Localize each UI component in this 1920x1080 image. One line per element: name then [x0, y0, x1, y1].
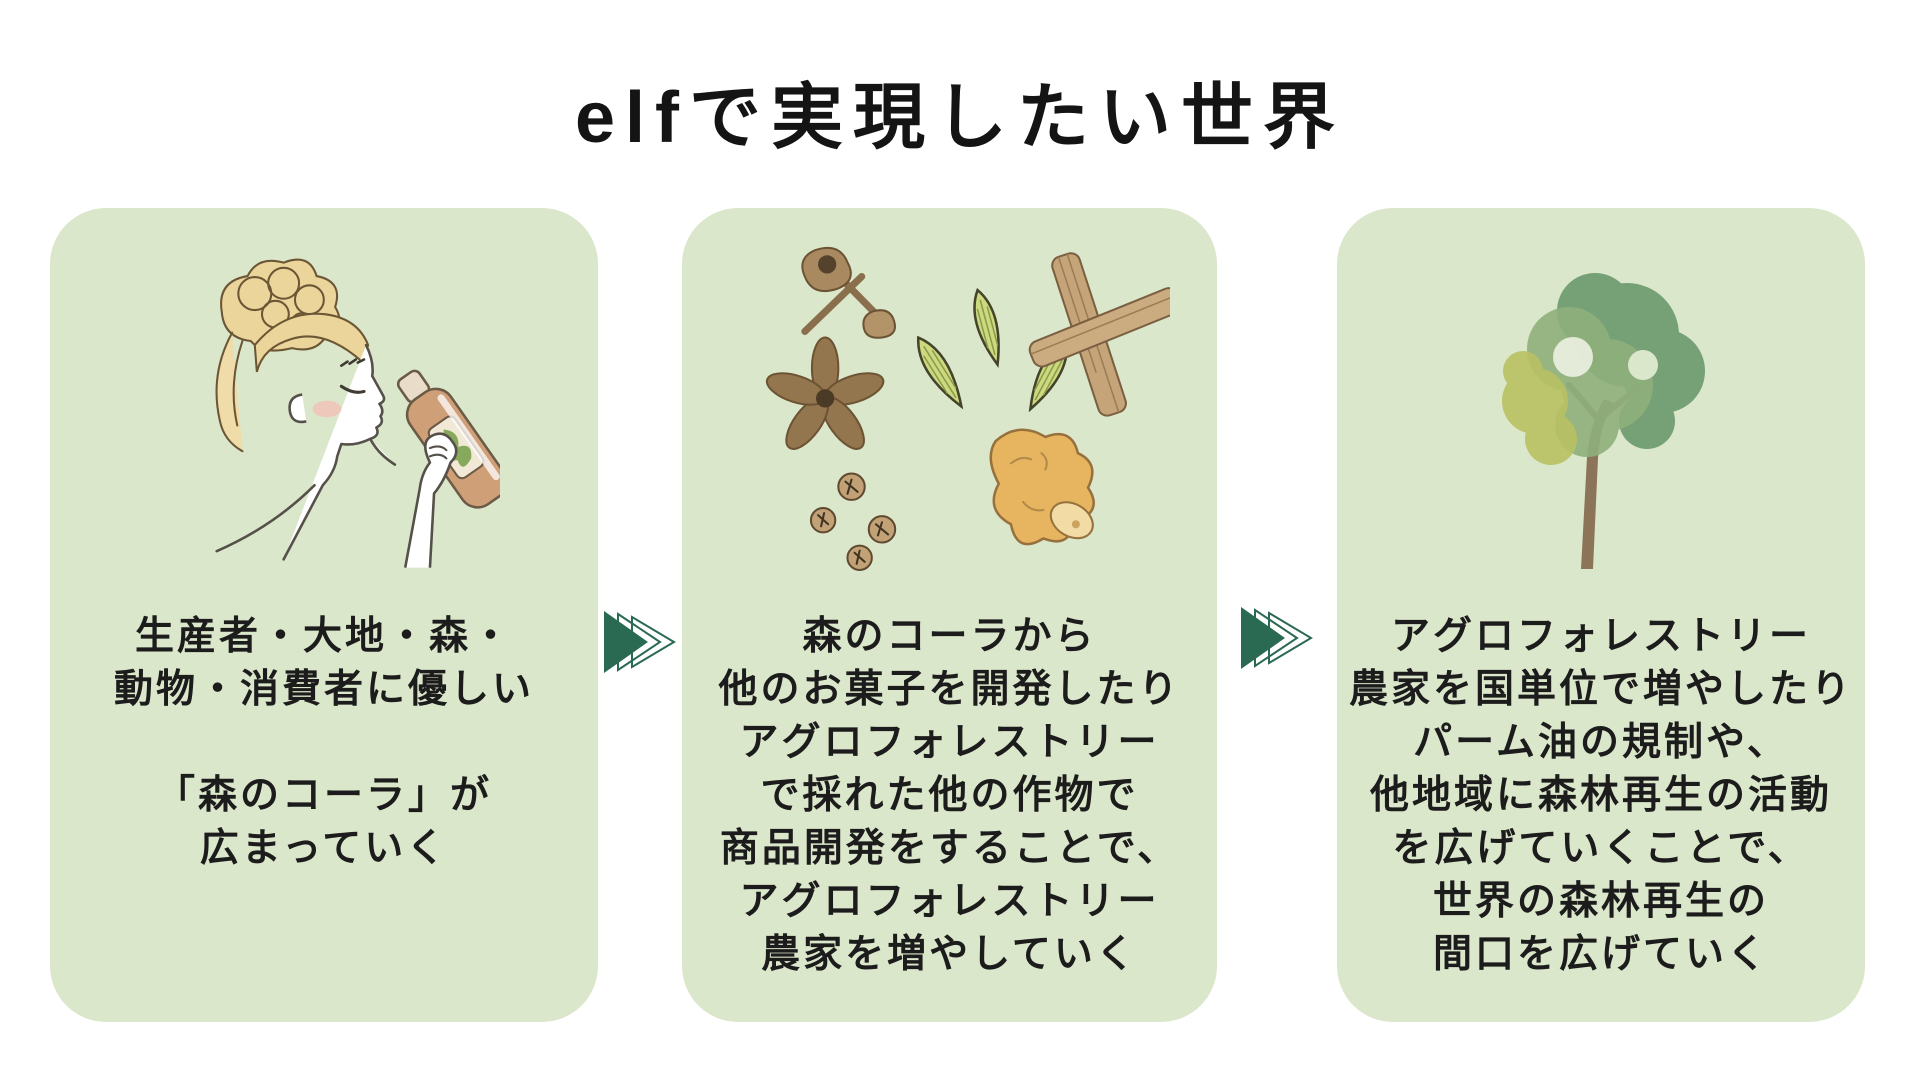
- card-text-line: 農家を国単位で増やしたり: [1348, 668, 1853, 711]
- card-develop-products: 森のコーラから 他のお菓子を開発したり アグロフォレストリー で採れた他の作物で…: [682, 208, 1217, 1022]
- card-text-block: アグロフォレストリー 農家を国単位で増やしたり パーム油の規制や、 他地域に森林…: [1337, 610, 1865, 981]
- card-text-line: パーム油の規制や、: [1413, 721, 1789, 764]
- card-text-line: 動物・消費者に優しい: [113, 668, 534, 711]
- card-text-line: 他地域に森林再生の活動: [1369, 774, 1832, 817]
- watercolor-tree-illustration: [1502, 273, 1705, 569]
- card-world-reforestation: アグロフォレストリー 農家を国単位で増やしたり パーム油の規制や、 他地域に森林…: [1337, 208, 1865, 1022]
- card-text-line: を広げていくことで、: [1392, 827, 1810, 870]
- card-text-line: 広まっていく: [199, 827, 449, 870]
- fast-forward-icon: [1241, 607, 1313, 669]
- card-text-line: 生産者・大地・森・: [134, 615, 513, 658]
- spices-illustration: [765, 246, 1170, 571]
- page-title: elfで実現したい世界: [574, 78, 1346, 158]
- card-text-block: 森のコーラから 他のお菓子を開発したり アグロフォレストリー で採れた他の作物で…: [682, 610, 1217, 981]
- card-text-line: 農家を増やしていく: [761, 933, 1138, 976]
- card-text-line: 他のお菓子を開発したり: [718, 668, 1181, 711]
- card-text-line: アグロフォレストリー: [739, 721, 1160, 764]
- card-text-line: 世界の森林再生の: [1432, 880, 1769, 923]
- card-text-line: アグロフォレストリー: [1390, 615, 1811, 658]
- card-text-line: 商品開発をすることで、: [719, 827, 1180, 870]
- woman-drinking-forest-cola-illustration: [215, 258, 500, 568]
- card-text-line: 森のコーラから: [802, 615, 1097, 658]
- card-text-line: 間口を広げていく: [1432, 933, 1769, 976]
- card-text-block: 生産者・大地・森・ 動物・消費者に優しい 「森のコーラ」が 広まっていく: [50, 610, 598, 875]
- card-text-line: 「森のコーラ」が: [155, 774, 492, 817]
- card-text-line: アグロフォレストリー: [739, 880, 1160, 923]
- card-text-line: で採れた他の作物で: [760, 774, 1139, 817]
- card-kind-cola-spreads: 生産者・大地・森・ 動物・消費者に優しい 「森のコーラ」が 広まっていく: [50, 208, 598, 1022]
- fast-forward-icon: [604, 611, 676, 673]
